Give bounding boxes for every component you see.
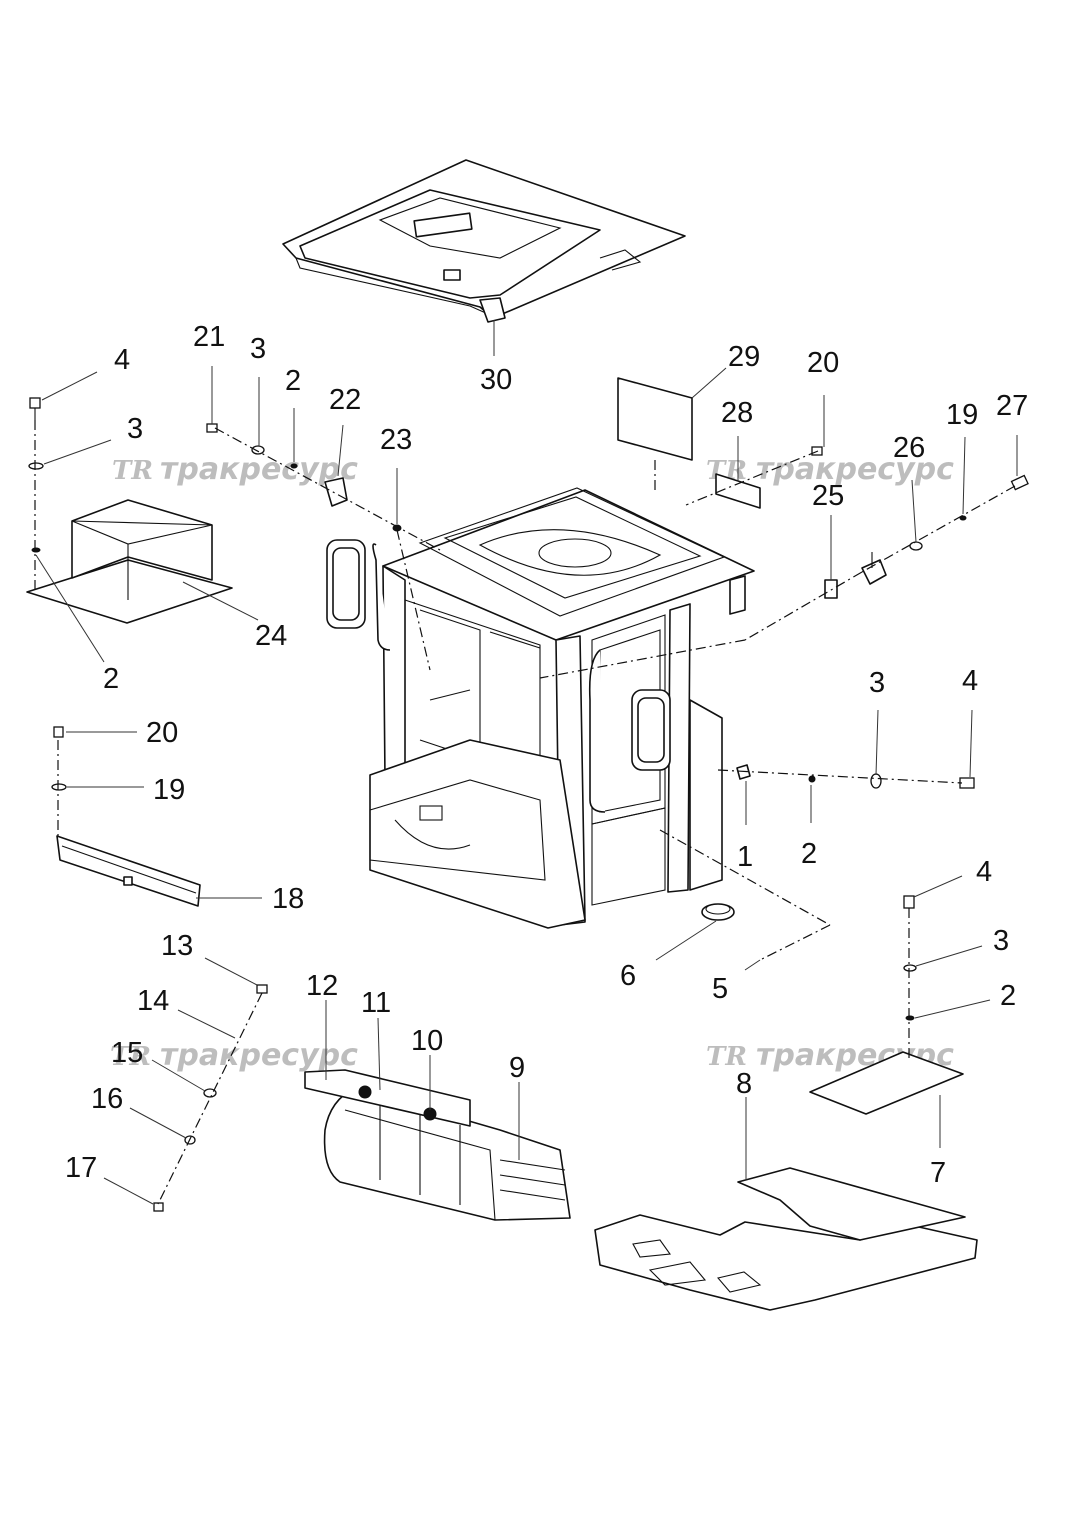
callout-26: 26 bbox=[893, 432, 925, 464]
callout-2: 2 bbox=[801, 838, 817, 870]
watermark-logo: TR bbox=[706, 1042, 747, 1072]
callout-11: 11 bbox=[361, 987, 391, 1019]
callout-29: 29 bbox=[728, 341, 760, 373]
callout-21: 21 bbox=[193, 321, 225, 353]
callout-4: 4 bbox=[962, 665, 978, 697]
nut-icon bbox=[905, 1015, 915, 1021]
part-29-decal bbox=[617, 367, 727, 490]
hardware-set bbox=[28, 366, 1029, 1212]
callout-8: 8 bbox=[736, 1068, 752, 1100]
part-30-roof-liner bbox=[282, 159, 686, 356]
watermark-2: TR тракресурс bbox=[706, 452, 954, 487]
bolt-icon bbox=[1010, 474, 1029, 491]
callout-10: 10 bbox=[411, 1025, 443, 1057]
callout-7: 7 bbox=[930, 1157, 946, 1189]
leader-lines bbox=[325, 829, 831, 1180]
callout-3: 3 bbox=[250, 333, 266, 365]
callout-4: 4 bbox=[976, 856, 992, 888]
watermark-1: TR тракресурс bbox=[112, 452, 358, 487]
callout-2: 2 bbox=[285, 365, 301, 397]
callout-19: 19 bbox=[946, 399, 978, 431]
callout-3: 3 bbox=[869, 667, 885, 699]
nut-icon bbox=[808, 775, 816, 783]
callout-27: 27 bbox=[996, 390, 1028, 422]
bolt-icon bbox=[959, 777, 975, 789]
nut-icon bbox=[290, 463, 298, 469]
bolt-icon bbox=[256, 984, 268, 994]
watermark-3: TR тракресурс bbox=[110, 1038, 358, 1073]
callout-1: 1 bbox=[737, 841, 753, 873]
watermark-logo: TR bbox=[112, 456, 153, 486]
callout-15: 15 bbox=[111, 1037, 143, 1069]
nut-icon bbox=[31, 547, 41, 553]
callout-30: 30 bbox=[480, 364, 512, 396]
washer-icon bbox=[203, 1088, 217, 1098]
washer-icon bbox=[909, 541, 923, 551]
callout-20: 20 bbox=[807, 347, 839, 379]
nut-icon bbox=[959, 515, 967, 521]
watermark-text: тракресурс bbox=[756, 452, 954, 487]
watermark-text: тракресурс bbox=[160, 1038, 358, 1073]
washer-icon bbox=[870, 773, 882, 789]
washer-icon bbox=[903, 964, 917, 972]
callout-28: 28 bbox=[721, 397, 753, 429]
callout-3: 3 bbox=[127, 413, 143, 445]
part-26-bracket bbox=[861, 552, 887, 585]
main-cab-body bbox=[326, 487, 755, 929]
part-7-plate bbox=[809, 1051, 964, 1148]
watermark-logo: TR bbox=[110, 1042, 151, 1072]
clip-icon bbox=[736, 764, 751, 780]
part-28-decal bbox=[715, 436, 761, 509]
callout-14: 14 bbox=[137, 985, 169, 1017]
callout-13: 13 bbox=[161, 930, 193, 962]
callout-5: 5 bbox=[712, 973, 728, 1005]
washer-icon bbox=[28, 462, 44, 470]
washer-icon bbox=[51, 783, 67, 791]
bolt-icon bbox=[53, 726, 64, 738]
part-8-floor-mat bbox=[594, 1167, 978, 1311]
bolt-icon bbox=[903, 895, 915, 909]
washer-icon bbox=[251, 445, 265, 455]
callout-labels: 30 21 3 2 22 23 4 3 2 24 29 28 20 19 27 … bbox=[65, 321, 1028, 1189]
watermark-4: TR тракресурс bbox=[706, 1038, 954, 1073]
callout-24: 24 bbox=[255, 620, 287, 652]
part-24-housing-box bbox=[26, 499, 259, 624]
callout-23: 23 bbox=[380, 424, 412, 456]
callout-18: 18 bbox=[272, 883, 304, 915]
part-18-bracket-strip bbox=[56, 835, 262, 907]
callout-6: 6 bbox=[620, 960, 636, 992]
callout-3: 3 bbox=[993, 925, 1009, 957]
callout-12: 12 bbox=[306, 970, 338, 1002]
part-25-label bbox=[824, 515, 838, 599]
callout-19: 19 bbox=[153, 774, 185, 806]
callout-9: 9 bbox=[509, 1052, 525, 1084]
callout-4: 4 bbox=[114, 344, 130, 376]
bolt-icon bbox=[29, 397, 41, 409]
part-6-plug bbox=[655, 903, 735, 961]
callout-2: 2 bbox=[103, 663, 119, 695]
part-9-console bbox=[304, 1069, 571, 1221]
callout-16: 16 bbox=[91, 1083, 123, 1115]
callout-22: 22 bbox=[329, 384, 361, 416]
mirror-mount-icon bbox=[324, 477, 348, 507]
callout-25: 25 bbox=[812, 480, 844, 512]
callout-20: 20 bbox=[146, 717, 178, 749]
callout-2: 2 bbox=[1000, 980, 1016, 1012]
callout-17: 17 bbox=[65, 1152, 97, 1184]
